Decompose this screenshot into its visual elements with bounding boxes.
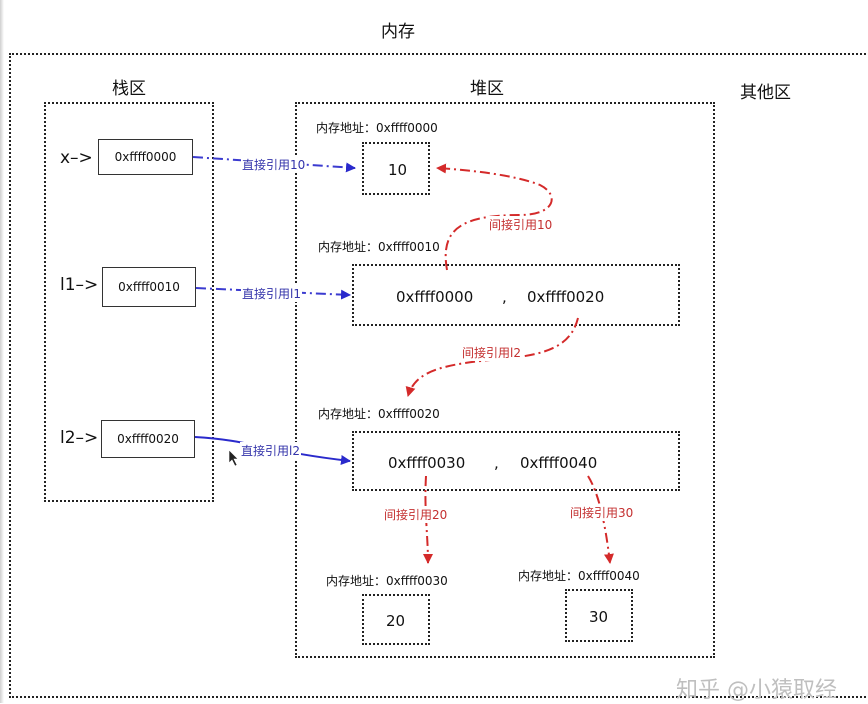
heap-list-l1-box: 0xffff0000 , 0xffff0020 — [352, 264, 680, 326]
label-direct-10: 直接引用10 — [241, 156, 307, 173]
heap-addr-0020: 内存地址：0xffff0020 — [318, 407, 440, 421]
heap-int-10-box: 10 — [362, 142, 430, 195]
heap-int-20-value: 20 — [386, 612, 406, 630]
heap-list-l1-sep: , — [502, 288, 507, 306]
heap-list-l1-item1: 0xffff0000 — [396, 288, 474, 306]
heap-int-30-value: 30 — [589, 608, 609, 626]
heap-list-l1-item2: 0xffff0020 — [527, 288, 605, 306]
heap-list-l2-box: 0xffff0030 , 0xffff0040 — [352, 431, 680, 491]
memory-region — [9, 53, 868, 698]
label-indirect-30: 间接引用30 — [569, 504, 635, 521]
stack-region-title: 栈区 — [112, 79, 146, 99]
heap-addr-0000: 内存地址：0xffff0000 — [316, 121, 438, 135]
label-direct-l2: 直接引用l2 — [240, 442, 301, 459]
stack-var-l2-box: 0xffff0020 — [101, 420, 195, 458]
heap-int-10-value: 10 — [388, 161, 408, 179]
label-indirect-10: 间接引用10 — [488, 216, 554, 233]
label-indirect-l2: 间接引用l2 — [461, 344, 522, 361]
stack-region — [44, 102, 214, 502]
stack-var-x-box: 0xffff0000 — [98, 139, 193, 175]
stack-var-l2-label: l2–> — [60, 428, 99, 448]
heap-list-l2-item1: 0xffff0030 — [388, 454, 466, 472]
heap-addr-0030: 内存地址：0xffff0030 — [326, 574, 448, 588]
stack-var-l1-box: 0xffff0010 — [102, 267, 196, 307]
stack-var-l1-label: l1–> — [60, 275, 99, 295]
arrow-indirect-10 — [436, 163, 553, 271]
memory-title: 内存 — [381, 22, 415, 42]
left-edge-shadow — [0, 0, 4, 703]
label-direct-l1: 直接引用l1 — [241, 285, 302, 302]
label-indirect-20: 间接引用20 — [383, 506, 449, 523]
mouse-cursor-icon — [228, 449, 239, 467]
heap-addr-0040: 内存地址：0xffff0040 — [518, 569, 640, 583]
heap-region — [295, 102, 715, 658]
heap-addr-0010: 内存地址：0xffff0010 — [318, 240, 440, 254]
watermark: 知乎 @小猿取经 — [676, 678, 837, 703]
other-region-title: 其他区 — [740, 83, 791, 103]
heap-list-l2-item2: 0xffff0040 — [520, 454, 598, 472]
heap-int-20-box: 20 — [362, 594, 430, 645]
heap-int-30-box: 30 — [565, 589, 633, 642]
arrow-direct-l1 — [195, 287, 351, 300]
stack-var-x-label: x–> — [60, 148, 93, 168]
heap-region-title: 堆区 — [470, 79, 504, 99]
heap-list-l2-sep: , — [494, 454, 499, 472]
